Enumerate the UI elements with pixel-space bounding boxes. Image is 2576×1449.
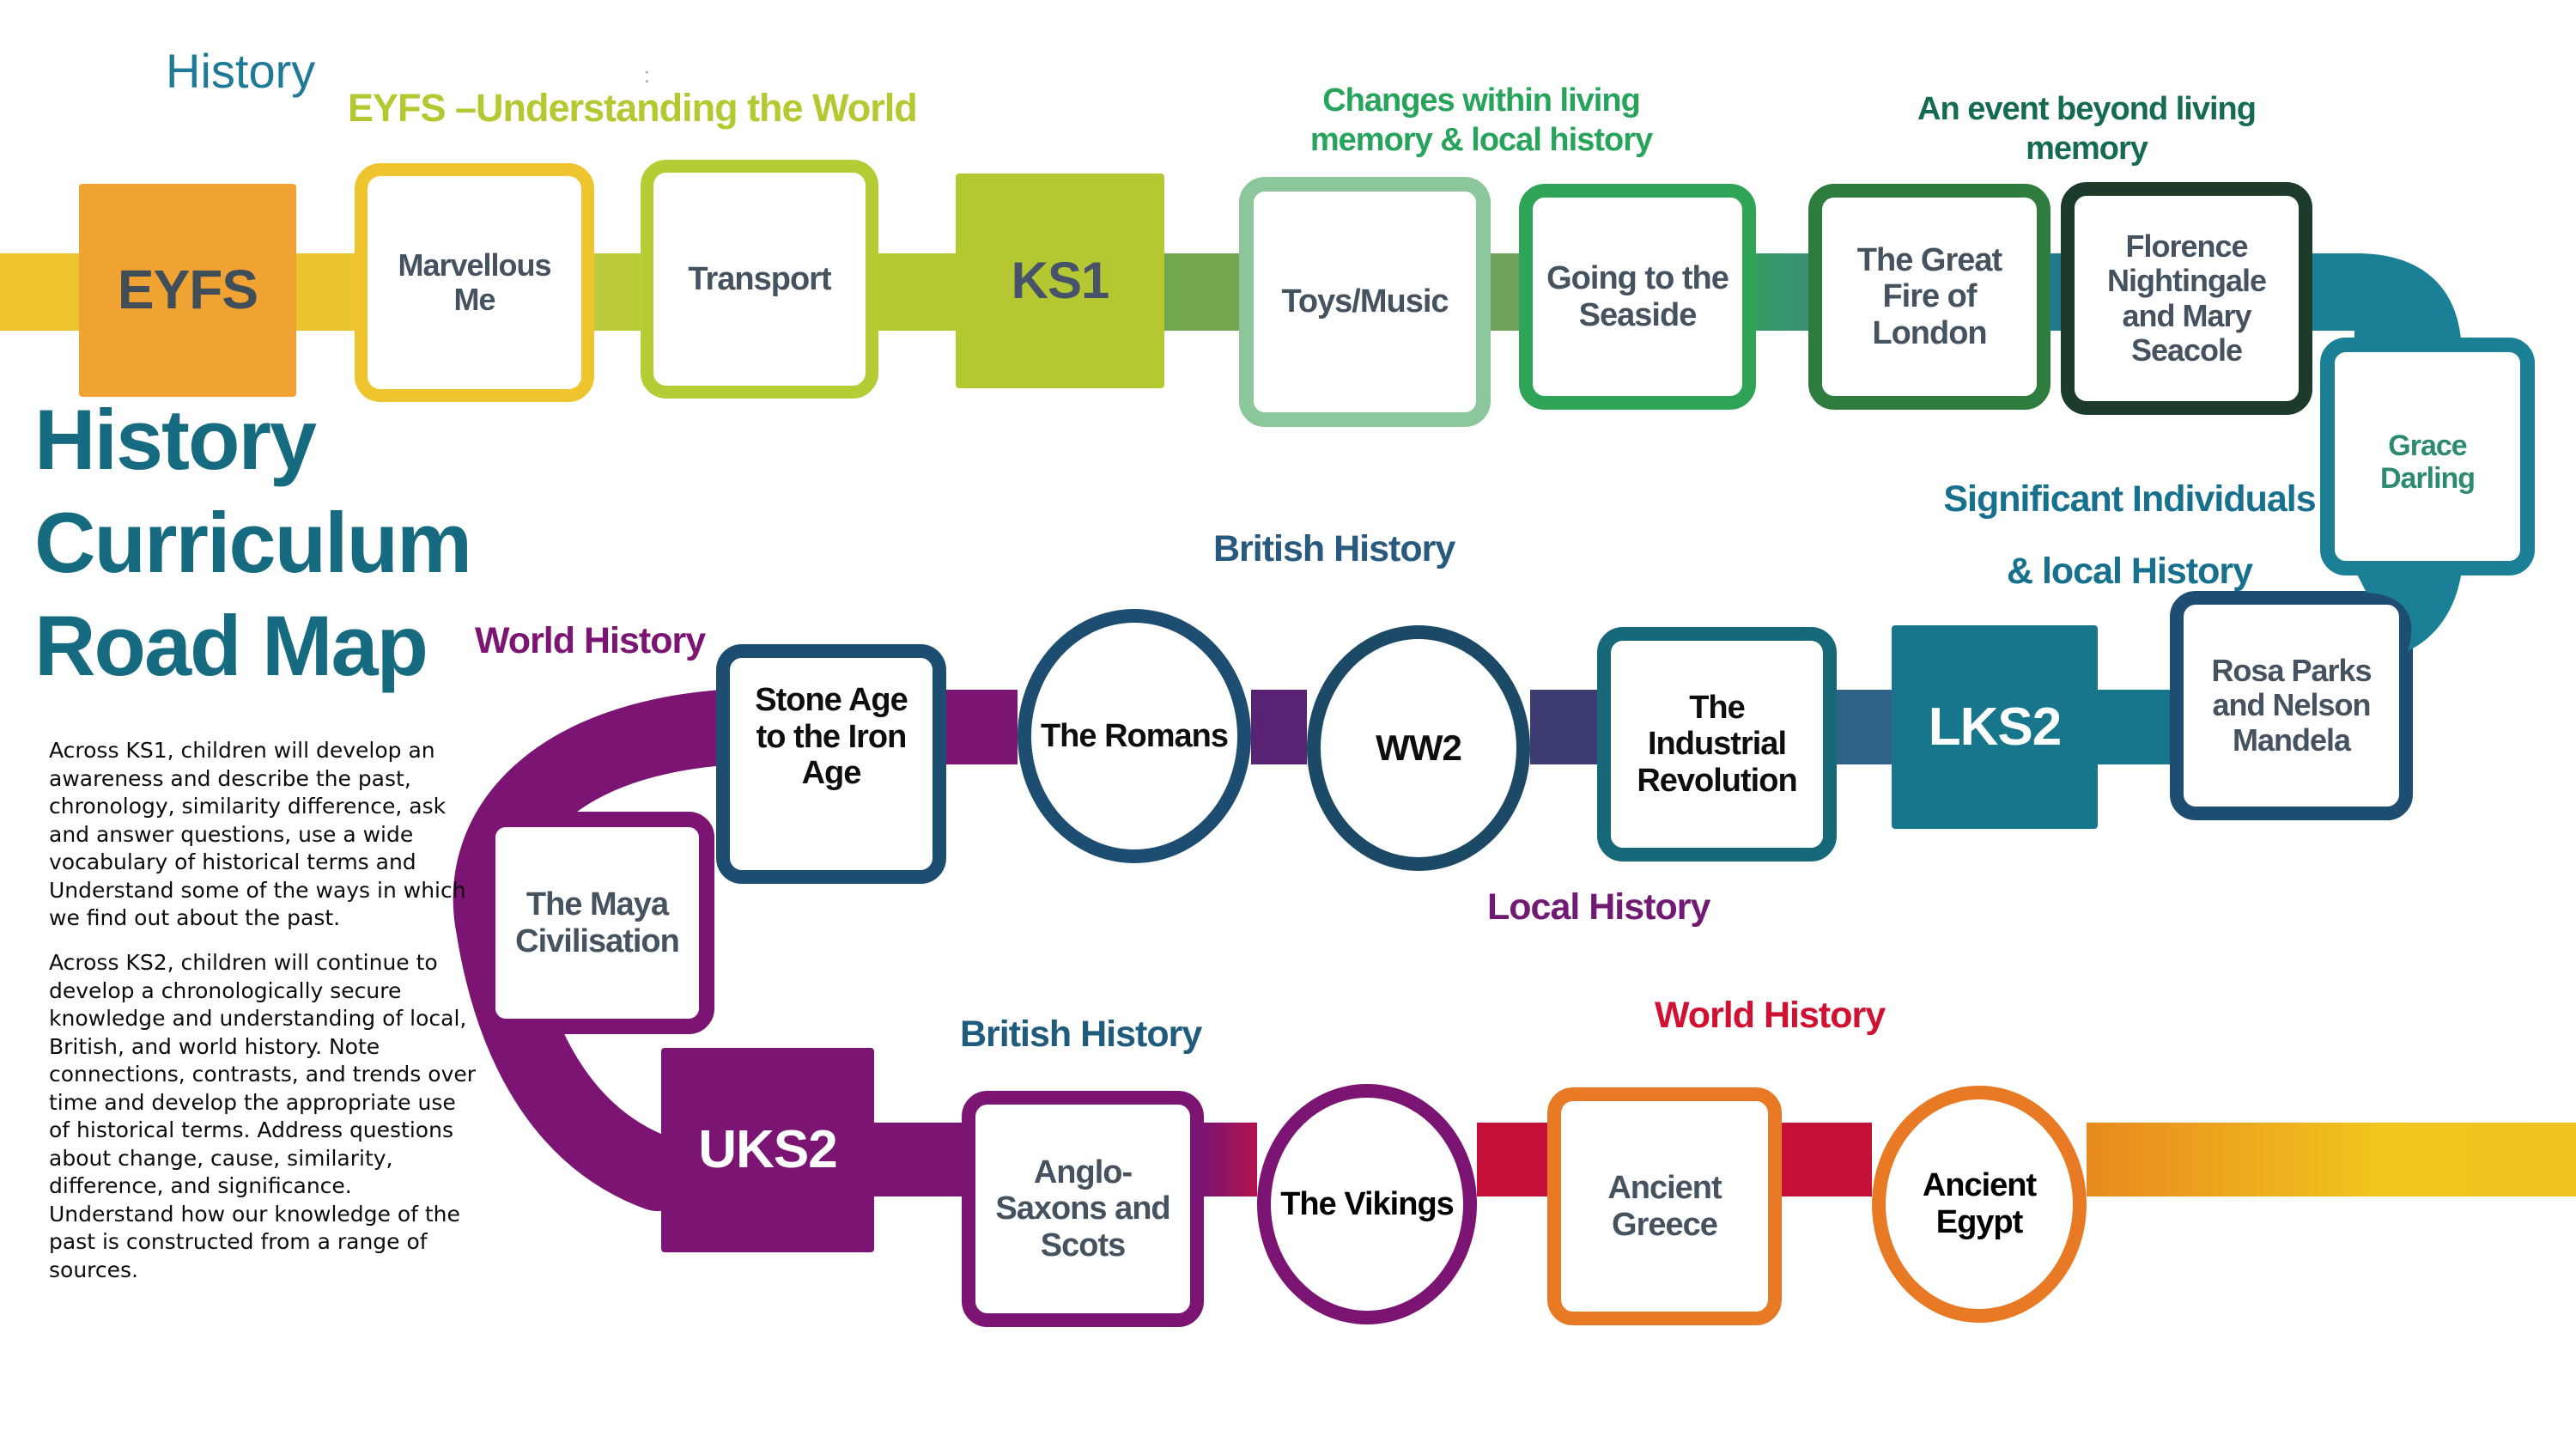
band-romans-to-stone-age — [946, 690, 1018, 764]
band-start-yellow — [0, 253, 79, 331]
header-eyfs-understanding-the-world: EYFS –Understanding the World — [348, 86, 918, 130]
band-florence-to-grace-corner — [2312, 253, 2461, 345]
topic-label: The Maya Civilisation — [515, 886, 680, 959]
topic-going-to-the-seaside: Going to the Seaside — [1519, 184, 1756, 410]
topic-label: Marvellous Me — [398, 247, 551, 317]
stage-eyfs-label: EYFS — [117, 259, 258, 321]
header-british-history-uks2: British History — [960, 1014, 1202, 1055]
stage-eyfs: EYFS — [79, 184, 296, 397]
topic-label: The Industrial Revolution — [1637, 689, 1797, 799]
topic-rosa-parks-nelson-mandela: Rosa Parks and Nelson Mandela — [2170, 591, 2413, 820]
band-rosa-to-lks2 — [2098, 690, 2170, 764]
header-line: & local History — [2006, 550, 2253, 592]
topic-label: Florence Nightingale and Mary Seacole — [2107, 228, 2267, 368]
band-ww2-to-romans — [1251, 690, 1307, 764]
topic-marvellous-me: Marvellous Me — [355, 163, 594, 402]
topic-label: Transport — [688, 260, 831, 297]
topic-florence-nightingale-mary-seacole: Florence Nightingale and Mary Seacole — [2061, 182, 2312, 415]
band-seaside-to-great-fire — [1756, 253, 1808, 331]
band-industrial-to-ww2 — [1530, 690, 1597, 764]
topic-maya-civilisation: The Maya Civilisation — [480, 812, 714, 1034]
header-line: memory — [2026, 130, 2148, 167]
stage-ks1-label: KS1 — [1011, 252, 1110, 310]
topic-great-fire-of-london: The Great Fire of London — [1808, 184, 2050, 410]
header-local-history: Local History — [1487, 886, 1710, 928]
topic-label: The Romans — [1040, 717, 1229, 754]
band-vikings-to-greece — [1477, 1123, 1547, 1196]
topic-grace-darling: Grace Darling — [2320, 338, 2535, 575]
topic-label: The Great Fire of London — [1856, 241, 2002, 351]
header-line: Changes within living — [1322, 82, 1641, 119]
ks2-intro-paragraph: Across KS2, children will continue to de… — [49, 950, 477, 1282]
stage-uks2-label: UKS2 — [698, 1120, 837, 1180]
header-line: memory & local history — [1309, 121, 1653, 158]
topic-label: Going to the Seaside — [1546, 259, 1729, 333]
header-event-beyond-living-memory: An event beyond living memory — [1880, 90, 2293, 168]
main-title-line: Curriculum — [34, 494, 472, 590]
topic-label: Ancient Greece — [1607, 1169, 1722, 1243]
topic-anglo-saxons-and-scots: Anglo-Saxons and Scots — [962, 1091, 1204, 1327]
stage-uks2: UKS2 — [661, 1048, 874, 1252]
topic-label: WW2 — [1376, 728, 1462, 769]
grace-to-rosa-tail-path — [2351, 563, 2463, 651]
topic-label: Anglo-Saxons and Scots — [995, 1154, 1170, 1263]
topic-ancient-greece: Ancient Greece — [1547, 1087, 1782, 1325]
stage-lks2: LKS2 — [1892, 625, 2098, 829]
stage-ks1: KS1 — [956, 174, 1164, 388]
header-line: An event beyond living — [1917, 91, 2257, 127]
band-greece-to-egypt — [1782, 1123, 1872, 1196]
band-anglo-to-vikings — [1204, 1123, 1257, 1196]
band-marvellous-to-transport — [594, 253, 641, 331]
main-title: History Curriculum Road Map — [34, 388, 472, 697]
topic-toys-music: Toys/Music — [1239, 177, 1491, 427]
band-lks2-to-industrial — [1837, 690, 1892, 764]
band-eyfs-to-marvellous — [296, 253, 355, 331]
topic-label: The Vikings — [1280, 1185, 1455, 1222]
main-title-line: History — [34, 392, 317, 487]
stray-mark: : — [644, 64, 650, 88]
header-changes-within-living-memory: Changes within living memory & local his… — [1202, 82, 1760, 160]
topic-stone-age-to-iron-age: Stone Age to the Iron Age — [716, 644, 946, 884]
band-uks2-to-anglo-saxons — [874, 1123, 962, 1196]
topic-transport: Transport — [641, 160, 878, 399]
page-title: History — [166, 44, 316, 98]
topic-label: Stone Age to the Iron Age — [755, 682, 908, 792]
stage-lks2-label: LKS2 — [1928, 697, 2062, 757]
header-world-history-uks2: World History — [1655, 995, 1886, 1036]
header-significant-individuals-local-history: Significant Individuals & local History — [1911, 464, 2348, 608]
band-toys-to-seaside — [1491, 253, 1519, 331]
header-world-history-lks2: World History — [475, 620, 706, 661]
topic-label: Grace Darling — [2379, 429, 2476, 496]
header-british-history-lks2: British History — [1213, 528, 1455, 569]
band-egypt-to-edge — [2087, 1123, 2576, 1196]
ks1-intro-paragraph: Across KS1, children will develop an awa… — [49, 738, 466, 930]
header-line: Significant Individuals — [1943, 478, 2316, 520]
topic-industrial-revolution: The Industrial Revolution — [1597, 627, 1837, 861]
band-ks1-to-toys — [1164, 253, 1239, 331]
topic-label: Ancient Egypt — [1922, 1167, 2037, 1240]
topic-label: Rosa Parks and Nelson Mandela — [2211, 653, 2372, 758]
main-title-line: Road Map — [34, 597, 428, 693]
band-transport-to-ks1 — [878, 253, 956, 331]
topic-label: Toys/Music — [1281, 283, 1449, 320]
